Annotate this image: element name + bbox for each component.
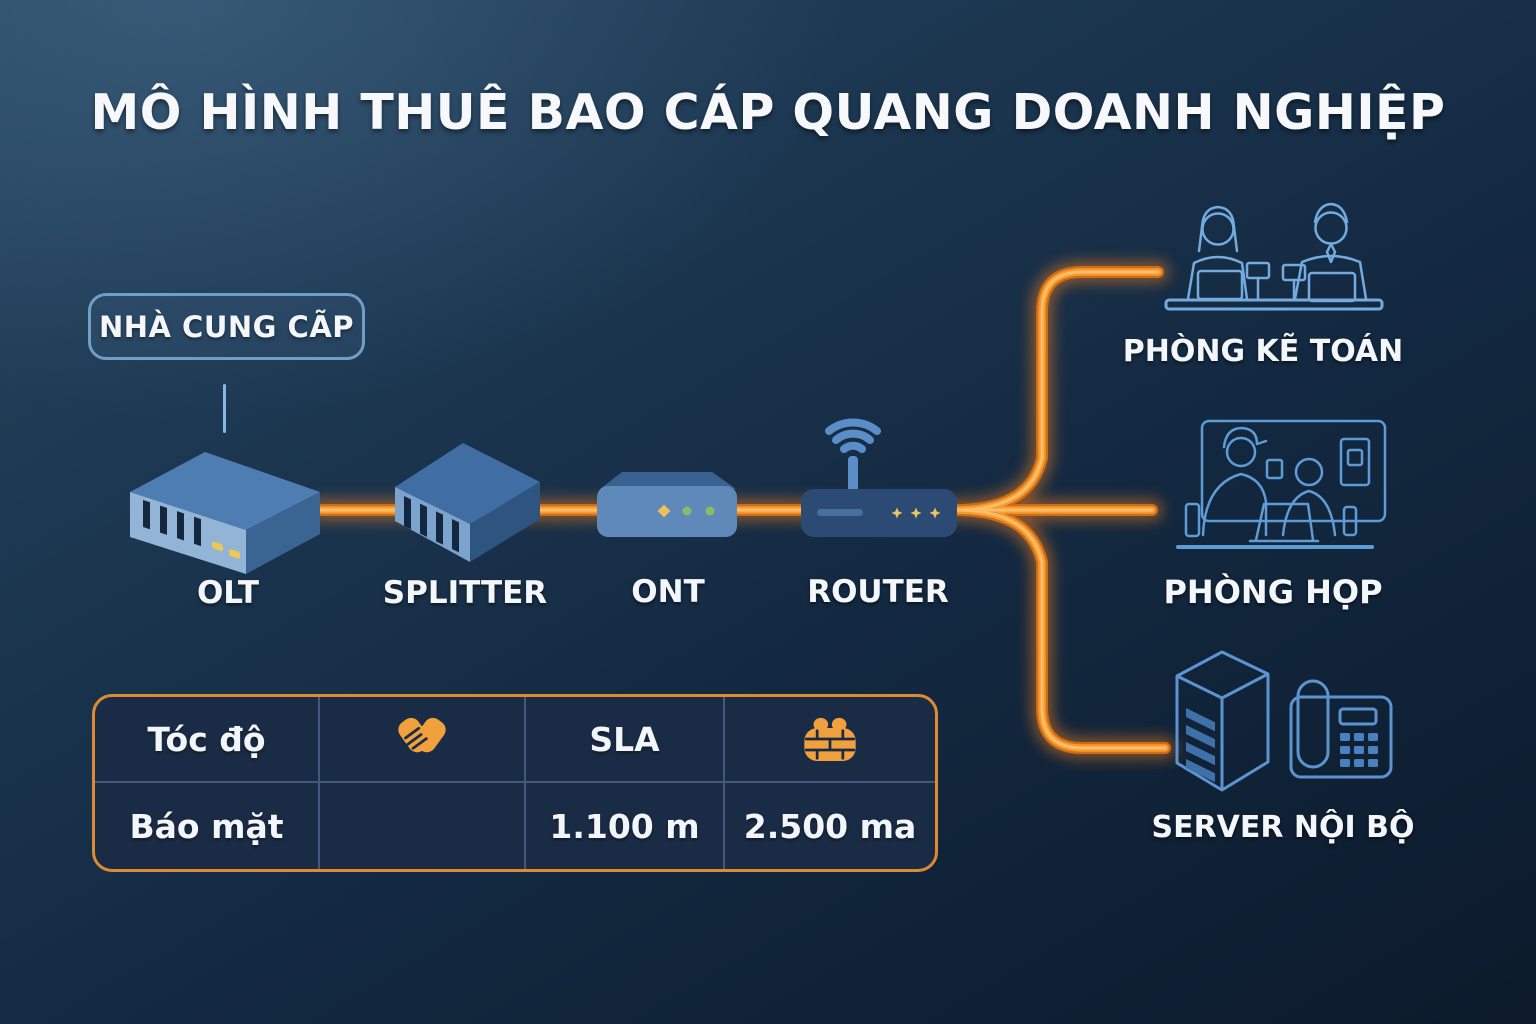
table-cell-sla: SLA xyxy=(526,697,725,783)
router-antenna xyxy=(848,456,858,496)
ont-label: ONT xyxy=(631,574,705,610)
coins-icon xyxy=(804,716,856,761)
router-device-icon xyxy=(801,418,957,537)
provider-pointer-line xyxy=(223,384,226,433)
spec-table: Tóc độ SLA xyxy=(92,694,938,872)
table-cell-speed: Tóc độ xyxy=(95,697,320,783)
wifi-icon xyxy=(825,418,881,453)
splitter-device-icon xyxy=(395,443,540,562)
server-tower-icon xyxy=(1175,650,1270,792)
fiber-branch-down xyxy=(956,504,1171,754)
accounting-room-label: PHÒNG KẼ TOÁN xyxy=(1122,334,1404,369)
ont-device-icon xyxy=(597,472,737,537)
router-leds xyxy=(891,507,941,519)
accounting-desk-icon xyxy=(1164,202,1384,311)
table-cell-handshake xyxy=(320,697,526,783)
table-cell-distance: 1.100 m xyxy=(526,783,725,869)
page-title: MÔ HÌNH THUÊ BAO CÁP QUANG DOANH NGHIỆP xyxy=(90,84,1446,141)
splitter-vents xyxy=(404,496,459,553)
router-label: ROUTER xyxy=(807,574,949,610)
server-slats xyxy=(1186,708,1215,783)
desk-phone-icon xyxy=(1289,679,1393,779)
provider-label: NHÀ CUNG CÃP xyxy=(98,309,355,344)
splitter-label: SPLITTER xyxy=(382,575,548,611)
olt-label: OLT xyxy=(196,575,260,611)
meeting-room-icon xyxy=(1176,419,1387,549)
table-cell-price: 2.500 ma xyxy=(743,806,917,846)
phone-keypad xyxy=(1340,733,1378,767)
fiber-branch-up xyxy=(956,266,1164,516)
server-and-phone-icon xyxy=(1175,650,1393,792)
table-cell-empty xyxy=(320,783,526,869)
handshake-icon xyxy=(398,717,446,753)
olt-vents xyxy=(143,499,201,547)
server-room-label: SERVER NỘI BỘ xyxy=(1151,810,1415,845)
olt-leds xyxy=(212,541,240,559)
olt-device-icon xyxy=(130,452,320,574)
table-cell-coins xyxy=(725,697,935,783)
table-cell-security: Báo mặt xyxy=(95,783,320,869)
provider-callout: NHÀ CUNG CÃP xyxy=(88,293,365,360)
meeting-room-label: PHÒNG HỌP xyxy=(1163,573,1383,611)
